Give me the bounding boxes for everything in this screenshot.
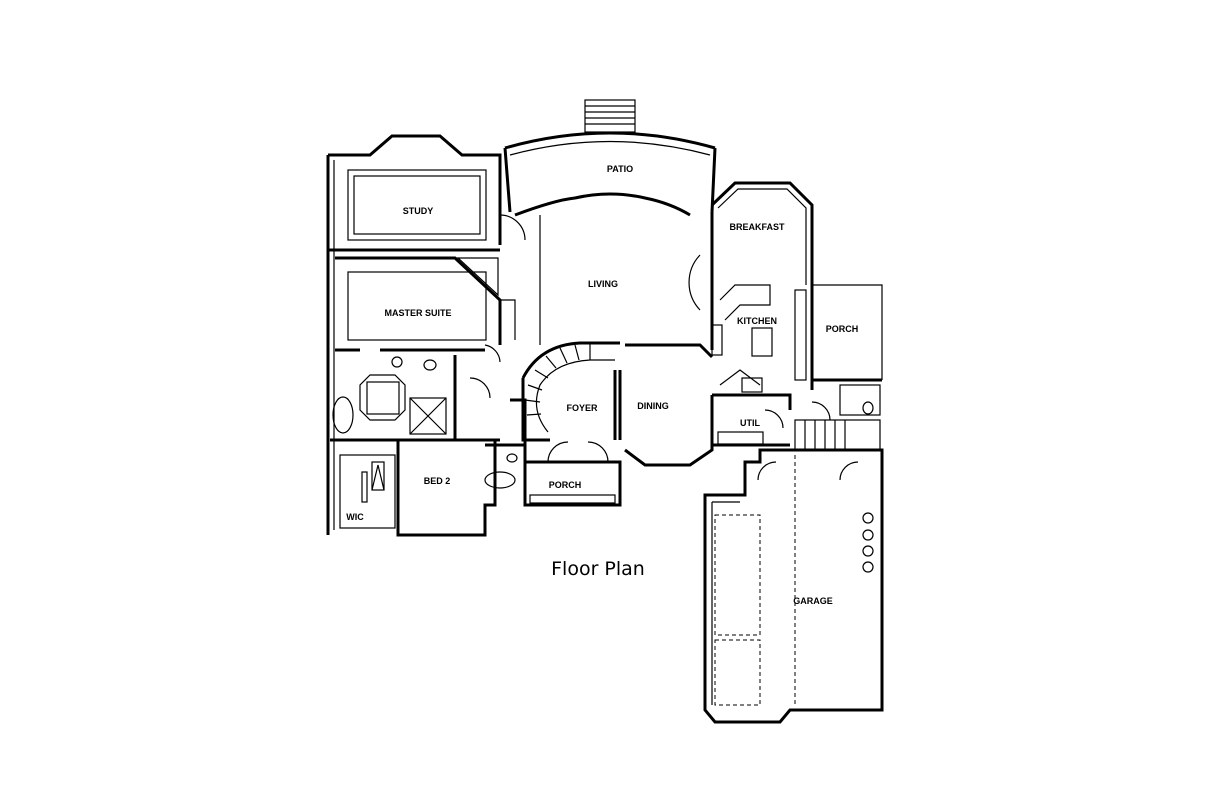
spiral-staircase [521,341,620,442]
master-bath [330,355,500,537]
master-suite-room [335,256,516,352]
garage-room [703,448,884,724]
label-patio: PATIO [607,164,633,174]
label-dining: DINING [637,401,669,411]
breakfast-kitchen [710,181,814,410]
patio-area [503,131,717,217]
hall-bath [469,344,527,495]
patio-stairs [584,99,636,133]
wic-room [339,454,396,529]
label-kitchen: KITCHEN [737,316,777,326]
util-room [712,409,790,447]
label-breakfast: BREAKFAST [729,222,785,232]
label-foyer: FOYER [566,403,598,413]
garage-stairs [794,384,881,451]
label-bed-2: BED 2 [424,476,451,486]
study-room [326,134,502,535]
side-porch [811,284,883,421]
foyer-dining [547,343,714,467]
label-living: LIVING [588,279,618,289]
label-util: UTIL [740,418,760,428]
label-side-porch: PORCH [826,324,859,334]
label-study: STUDY [403,206,434,216]
front-porch [523,460,622,507]
label-master-suite: MASTER SUITE [384,308,451,318]
label-garage: GARAGE [793,596,833,606]
label-front-porch: PORCH [549,480,582,490]
label-wic: WIC [346,512,364,522]
floor-plan-title: Floor Plan [551,558,645,580]
